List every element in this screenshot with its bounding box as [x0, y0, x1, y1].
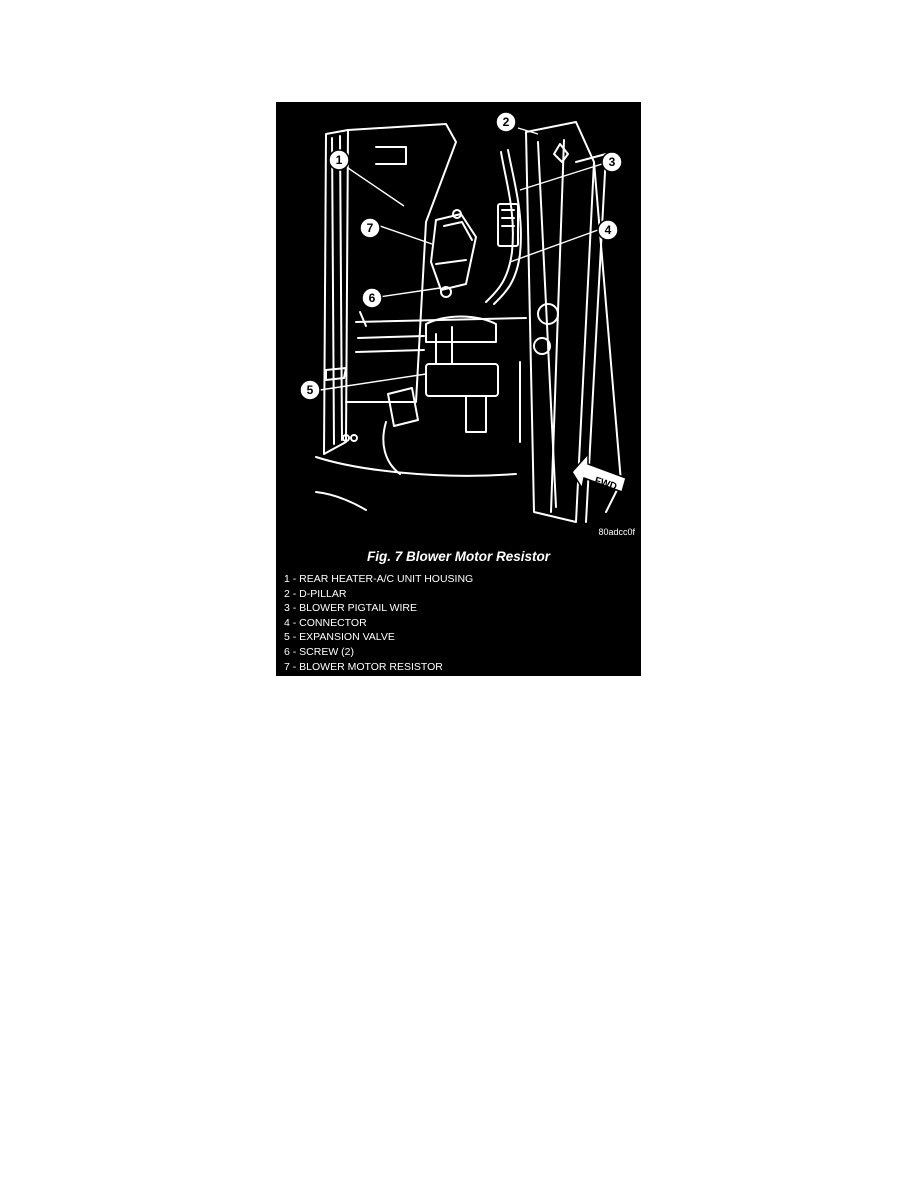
screw-shape-lower — [440, 286, 452, 298]
legend-item: 1 - REAR HEATER-A/C UNIT HOUSING — [284, 573, 474, 585]
callout-7: 7 — [367, 221, 374, 235]
callout-2-circle — [495, 111, 517, 133]
d-pillar-outline — [525, 121, 595, 523]
callout-1: 1 — [336, 153, 343, 167]
legend-item: 2 - D-PILLAR — [284, 587, 347, 600]
expansion-valve-block — [425, 363, 499, 397]
callout-7-circle — [359, 217, 381, 239]
callout-4-circle — [597, 219, 619, 241]
callout-6-circle — [361, 287, 383, 309]
legend-item: 4 - CONNECTOR — [284, 616, 367, 629]
legend-item: 3 - BLOWER PIGTAIL WIRE — [284, 602, 418, 615]
callout-2: 2 — [503, 115, 510, 129]
resistor-bracket — [430, 213, 477, 291]
screw-shape-upper — [452, 209, 462, 219]
callout-3-circle — [601, 151, 623, 173]
left-panel-outline — [323, 129, 349, 455]
legend-list: 1 - REAR HEATER-A/C UNIT HOUSING 2 - D-P… — [284, 572, 473, 674]
figure-code: 80adcc0f — [598, 527, 635, 537]
callout-4: 4 — [605, 223, 612, 237]
lower-connector — [387, 387, 419, 427]
legend-item: 6 - SCREW (2) — [284, 645, 355, 658]
legend-item: 5 - EXPANSION VALVE — [284, 631, 395, 644]
figure-panel: FWD 1 2 3 4 5 6 7 80adcc0f Fig. 7 Blower… — [276, 102, 641, 676]
blower-motor-resistor-illustration: FWD 1 2 3 4 5 6 7 — [299, 111, 627, 523]
callout-6: 6 — [369, 291, 376, 305]
callout-5: 5 — [307, 383, 314, 397]
callout-1-circle — [328, 149, 350, 171]
heater-housing-outline — [345, 123, 457, 403]
callout-3: 3 — [609, 155, 616, 169]
legend-item: 7 - BLOWER MOTOR RESISTOR — [284, 660, 443, 673]
connector-shape — [497, 203, 519, 247]
figure-caption: Fig. 7 Blower Motor Resistor — [366, 549, 551, 564]
forward-arrow-icon — [571, 452, 627, 493]
callout-5-circle — [299, 379, 321, 401]
